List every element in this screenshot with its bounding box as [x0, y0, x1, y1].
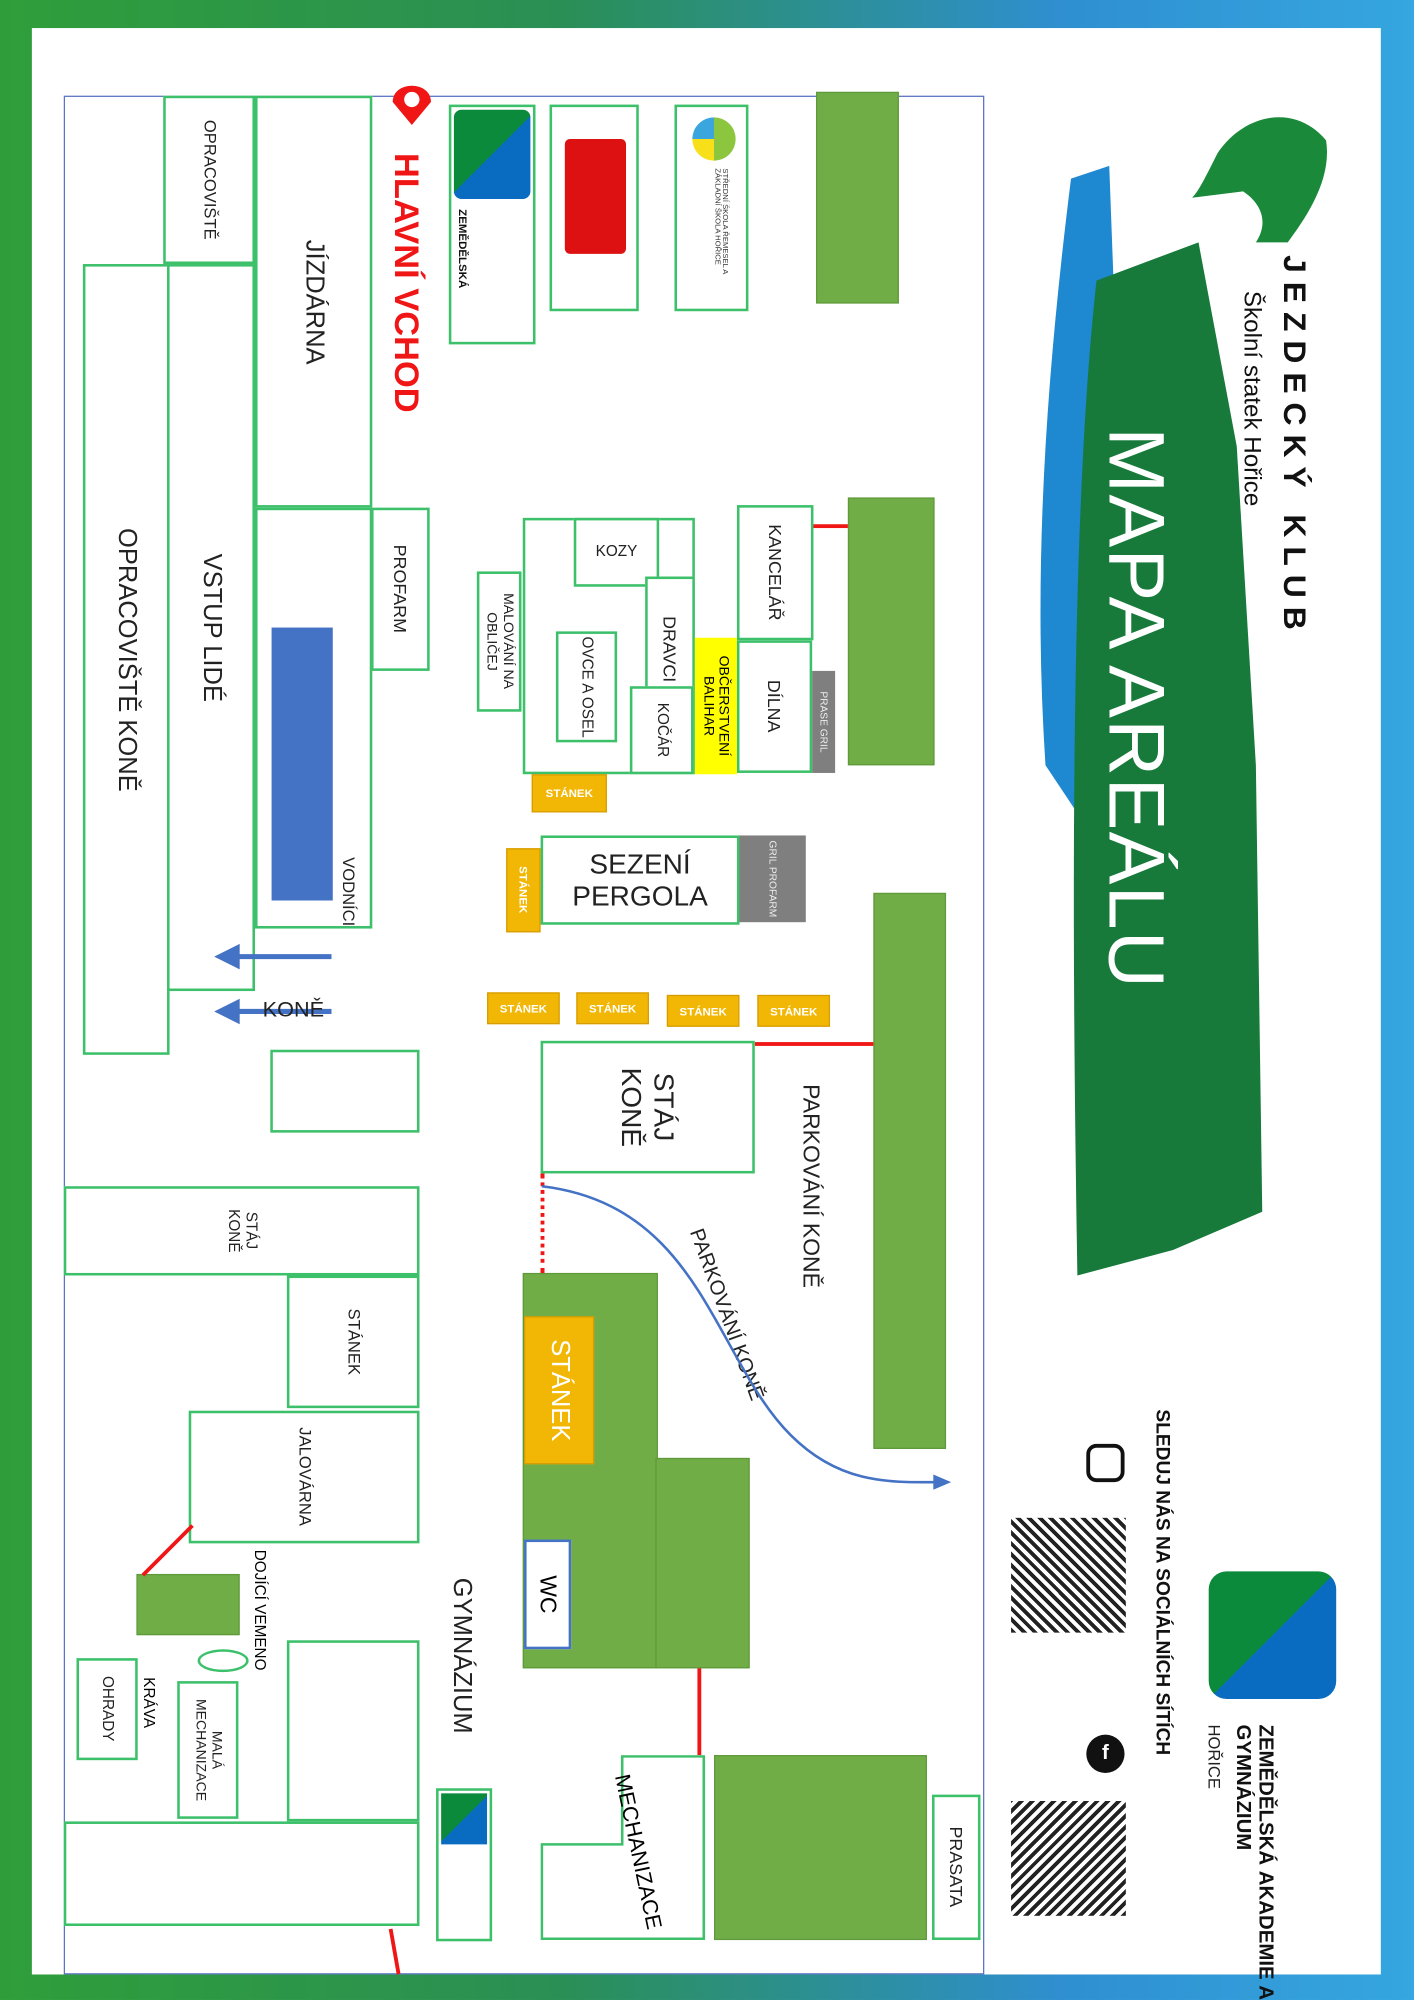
milking-udder-label: DOJÍCÍ VEMENO	[251, 1549, 270, 1671]
brush-stroke-decoration	[1040, 165, 1263, 1276]
area-vstup-lide: VSTUP LIDÉ	[167, 264, 255, 992]
partner-school-sign: STŘEDNÍ ŠKOLA ŘEMESEL A ZÁKLADNÍ ŠKOLA H…	[674, 104, 749, 312]
area-ovce-osel: OVCE A OSEL	[555, 631, 618, 743]
toilet-wc: WC	[524, 1539, 572, 1650]
area-mala-mechanizace: MALÁ MECHANIZACE	[177, 1681, 239, 1819]
stall: STÁNEK	[757, 994, 831, 1027]
area-opracoviste-kone: OPRACOVIŠTĚ KONĚ	[82, 264, 170, 1055]
cow-label: KRÁVA	[140, 1677, 159, 1729]
instagram-icon[interactable]	[1086, 1443, 1125, 1483]
school-logo-sign	[436, 1788, 493, 1942]
stall: STÁNEK	[531, 774, 607, 813]
empty-area	[63, 1821, 420, 1927]
red-line	[697, 1668, 702, 1756]
school-logo-sign: ZEMĚDĚLSKÁ	[448, 104, 536, 345]
club-subtitle: Školní statek Hořice	[1238, 290, 1265, 507]
facebook-qr-code[interactable]	[1011, 1801, 1126, 1916]
fire-truck-sign	[549, 104, 639, 312]
stall-area: STÁNEK	[286, 1275, 420, 1409]
club-name: JEZDECKÝ KLUB	[1276, 255, 1312, 639]
horse-logo-icon	[1192, 117, 1327, 243]
area-opracoviste: OPRACOVIŠTĚ	[163, 95, 255, 265]
green-area	[816, 91, 899, 304]
instagram-qr-code[interactable]	[1011, 1517, 1126, 1633]
green-area	[655, 1457, 750, 1669]
arrows	[214, 943, 332, 1025]
green-area	[714, 1755, 927, 1941]
school-logo-city: HOŘICE	[1204, 1724, 1224, 1789]
social-heading: SLEDUJ NÁS NA SOCIÁLNÍCH SÍTÍCH	[1151, 1409, 1173, 1756]
water-pool	[271, 627, 333, 901]
area-jalovarna: JALOVÁRNA	[188, 1410, 420, 1544]
area-kocar: KOČÁR	[629, 686, 694, 775]
seating-pergola: SEZENÍ PERGOLA	[540, 835, 740, 925]
refreshment-balihar: OBČERSTVENÍ BALIHAR	[694, 637, 737, 775]
grill-profarm: GRIL PROFARM	[739, 835, 806, 923]
red-line	[754, 1042, 874, 1046]
fire-truck-icon	[564, 139, 627, 254]
area-profarm: PROFARM	[371, 507, 430, 671]
school-logo-icon	[1208, 1571, 1337, 1699]
stall: STÁNEK	[666, 994, 740, 1027]
horse-parking-label: PARKOVÁNÍ KONĚ	[798, 1084, 824, 1288]
area-ohrady: OHRADY	[76, 1658, 138, 1761]
red-line	[813, 524, 848, 529]
main-entrance-label: HLAVNÍ VCHOD	[387, 153, 426, 413]
red-dotted-line	[540, 1173, 545, 1273]
area-kancelar: KANCELÁŘ	[736, 505, 814, 641]
green-area	[136, 1573, 240, 1636]
stall: STÁNEK	[576, 992, 649, 1025]
school-logo-text: ZEMĚDĚLSKÁ AKADEMIE A GYMNÁZIUM	[1231, 1724, 1277, 2000]
green-area	[847, 497, 935, 766]
horses-arrow-label: KONĚ	[262, 997, 325, 1022]
area-prasata: PRASATA	[932, 1794, 981, 1941]
area-kozy: KOZY	[573, 517, 660, 587]
stable-horses: STÁJ KONĚ	[540, 1040, 755, 1174]
mechanizace-building-shape	[540, 1755, 706, 1941]
stall: STÁNEK	[506, 848, 541, 933]
map-title: MAPA AREÁLU	[1091, 427, 1180, 990]
empty-area	[270, 1049, 420, 1133]
stable-horses-2: STÁJ KONĚ	[63, 1186, 420, 1276]
area-malovani: MALOVÁNÍ NA OBLIČEJ	[476, 571, 522, 712]
stall-large: STÁNEK	[524, 1316, 595, 1465]
pig-grill: PRASE GRIL	[812, 670, 836, 773]
map-area	[63, 95, 985, 1975]
area-jizdarna: JÍZDÁRNA	[255, 95, 373, 508]
stall: STÁNEK	[487, 992, 560, 1025]
udder-marker	[197, 1649, 249, 1673]
parking-route-arrow	[541, 1184, 952, 1490]
green-parking	[873, 892, 947, 1449]
facebook-icon[interactable]: f	[1086, 1734, 1125, 1773]
area-dilna: DÍLNA	[736, 640, 813, 773]
location-pin-icon	[392, 73, 431, 125]
gymnazium-label: GYMNÁZIUM	[447, 1577, 476, 1734]
empty-area	[286, 1640, 420, 1822]
